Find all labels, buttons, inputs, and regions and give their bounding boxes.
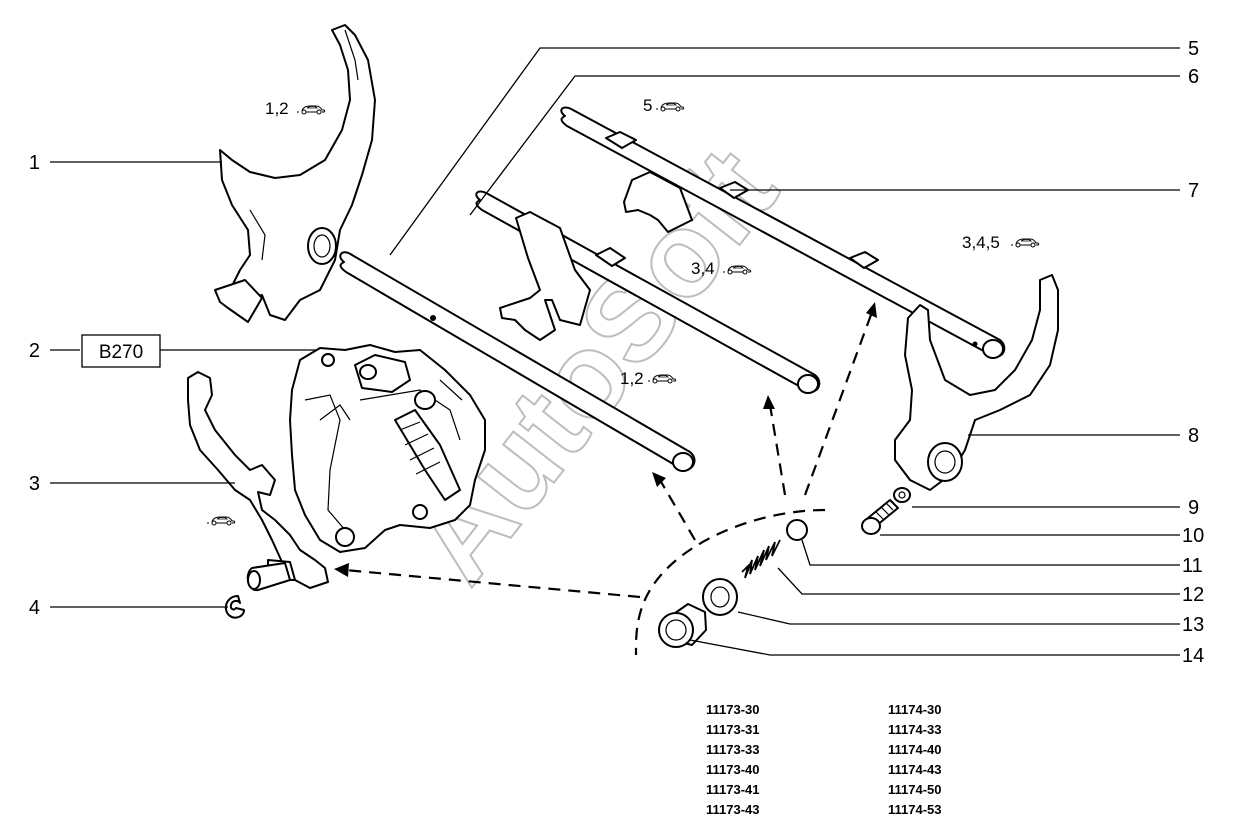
code-item: 11174-40 [888, 742, 942, 757]
callout-10: 10 [1182, 525, 1204, 547]
assembly-arrows [334, 302, 877, 599]
bolt-10 [861, 499, 899, 535]
codes-column-left: 11173-30 11173-31 11173-33 11173-40 1117… [706, 700, 760, 820]
watermark: AutoSoft [385, 124, 802, 606]
callout-6: 6 [1188, 66, 1199, 88]
code-item: 11173-31 [706, 722, 760, 737]
callout-2: 2 [29, 340, 40, 362]
car-icon [206, 516, 236, 526]
model-label-rod-low: 1,2 [620, 369, 644, 388]
callout-1: 1 [29, 152, 40, 174]
codes-column-right: 11174-30 11174-33 11174-40 11174-43 1117… [888, 700, 942, 820]
code-item: 11173-41 [706, 782, 760, 797]
washer-9 [893, 487, 911, 503]
model-label-fork-1: 1,2 [265, 99, 289, 118]
callout-13: 13 [1182, 614, 1204, 636]
code-item: 11173-33 [706, 742, 760, 757]
callout-5: 5 [1188, 38, 1199, 60]
model-label-fork-8: 3,4,5 [962, 233, 1000, 252]
reference-label: B270 [99, 342, 143, 363]
lever-3 [187, 371, 329, 592]
model-label-rod-5: 5 [643, 96, 652, 115]
selector-rod-5 [339, 251, 696, 472]
callout-12: 12 [1182, 584, 1204, 606]
washer-13 [702, 578, 738, 616]
code-item: 11174-50 [888, 782, 942, 797]
code-item: 11174-43 [888, 762, 942, 777]
callout-3: 3 [29, 473, 40, 495]
selector-mechanism-2 [289, 344, 486, 553]
code-item: 11173-43 [706, 802, 760, 817]
callout-9: 9 [1188, 497, 1199, 519]
shift-fork-8 [894, 274, 1059, 491]
callout-14: 14 [1182, 645, 1204, 667]
callout-11: 11 [1182, 555, 1203, 577]
plug-14 [658, 603, 707, 648]
housing-outline [634, 508, 826, 656]
selector-rod-7 [560, 106, 1006, 359]
callout-7: 7 [1188, 180, 1199, 202]
callout-8: 8 [1188, 425, 1199, 447]
code-item: 11173-30 [706, 702, 760, 717]
code-item: 11174-53 [888, 802, 942, 817]
shift-fork-1 [214, 24, 376, 323]
model-labels: 1,2 5 3,4 1,2 3,4,5 [206, 96, 1040, 526]
model-label-rod-6: 3,4 [691, 259, 715, 278]
car-icon [655, 102, 685, 112]
callout-4: 4 [29, 597, 40, 619]
reference-box: B270 [81, 334, 161, 368]
spring-12 [741, 539, 781, 579]
ball-11 [786, 519, 808, 541]
selector-rod-6 [475, 190, 821, 394]
code-item: 11174-30 [888, 702, 942, 717]
leader-lines [50, 47, 1180, 656]
car-icon [1010, 238, 1040, 248]
code-item: 11173-40 [706, 762, 760, 777]
code-item: 11174-33 [888, 722, 942, 737]
circlip-4 [224, 595, 245, 619]
callout-numbers: 1 2 3 4 5 6 7 8 9 10 11 12 13 14 [29, 38, 1204, 667]
car-icon [296, 105, 326, 115]
